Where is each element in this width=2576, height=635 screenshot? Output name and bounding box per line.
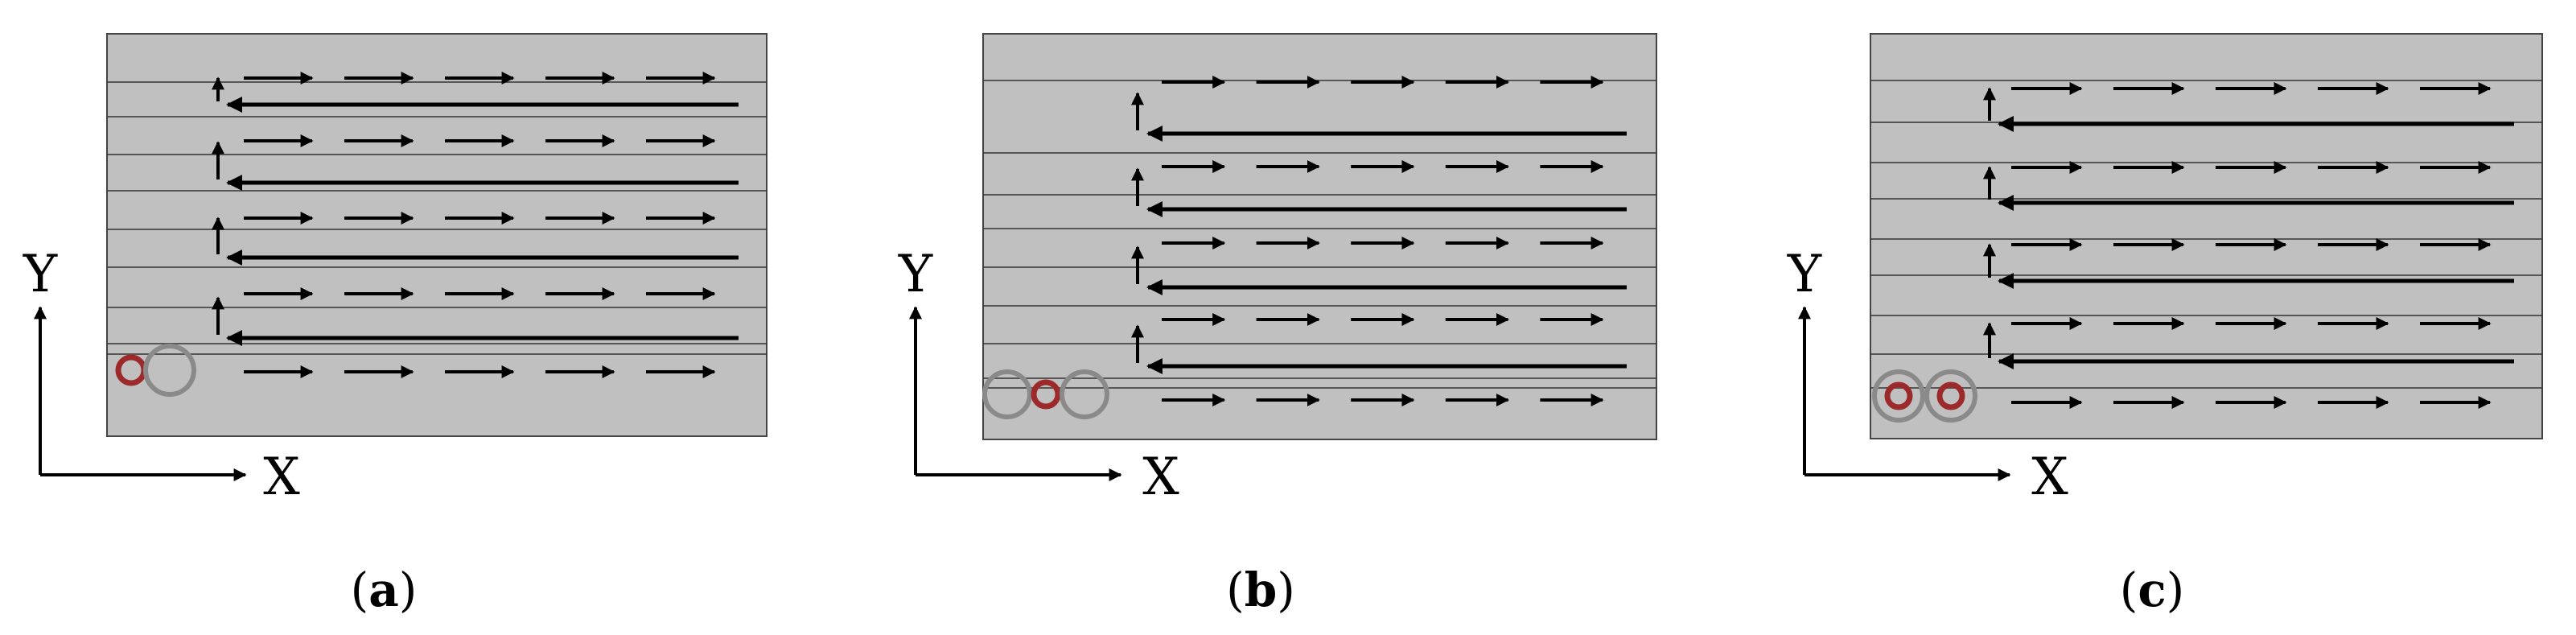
tools (982, 369, 1109, 419)
tool-gray-ring (1924, 369, 1977, 423)
path-arrows (212, 72, 739, 378)
y-axis-label: Y (23, 245, 58, 304)
panel-label-b: (b) (1226, 563, 1295, 617)
plate (1870, 33, 2543, 439)
panel-label-c: (c) (2120, 563, 2185, 617)
panel-b (982, 33, 1657, 440)
tool-gray-ring (982, 369, 1032, 419)
plate (106, 33, 767, 437)
tool-gray-ring (143, 344, 196, 397)
axes-a: Y X (23, 245, 300, 507)
tools (1872, 369, 1977, 423)
x-axis-label: X (1142, 447, 1179, 507)
panel-a (106, 33, 767, 437)
tool-red-ring (1884, 381, 1913, 410)
panel-label-a: (a) (351, 563, 418, 617)
x-axis-label: X (263, 447, 300, 507)
y-axis-label: Y (1787, 245, 1822, 304)
tool-red-ring (1936, 381, 1965, 410)
path-arrows (1983, 82, 2514, 409)
tool-gray-ring (1060, 369, 1109, 419)
axes-c: Y X (1787, 245, 2068, 507)
tools (115, 344, 196, 397)
path-arrows (1131, 76, 1627, 406)
y-axis-label: Y (898, 245, 933, 304)
tool-red-ring (1031, 379, 1061, 410)
x-axis-label: X (2031, 447, 2068, 507)
tool-gray-ring (1872, 369, 1925, 423)
panel-c (1870, 33, 2543, 439)
axes-b: Y X (898, 245, 1179, 507)
